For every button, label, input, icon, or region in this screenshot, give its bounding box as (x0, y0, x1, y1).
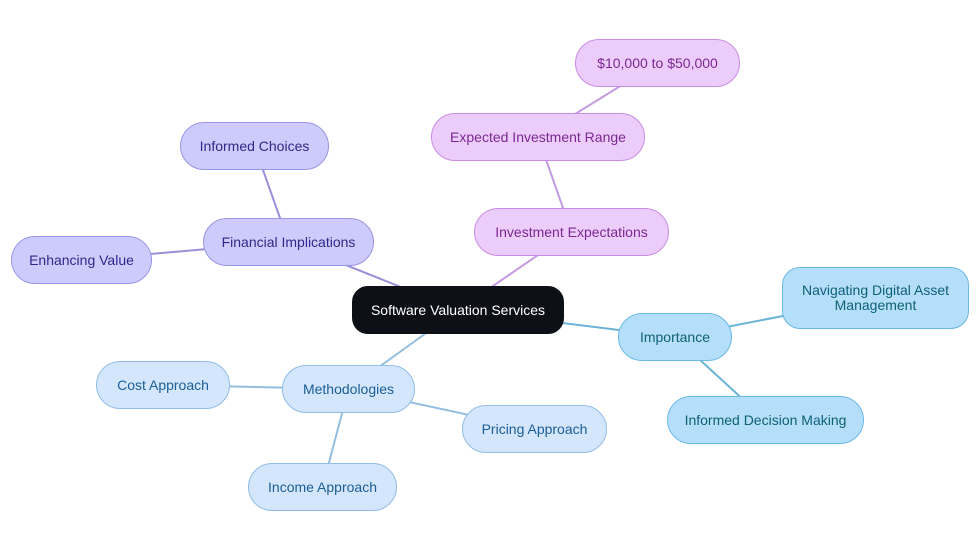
node-label: Income Approach (268, 478, 377, 495)
node-income[interactable]: Income Approach (248, 463, 397, 511)
node-label: Methodologies (302, 380, 395, 397)
node-informed-decision[interactable]: Informed Decision Making (667, 396, 864, 444)
node-importance[interactable]: Importance (618, 313, 732, 361)
node-navigating[interactable]: Navigating Digital Asset Management (782, 267, 969, 329)
node-label: Expected Investment Range (450, 128, 626, 145)
node-cost[interactable]: Cost Approach (96, 361, 230, 409)
node-label: Importance (639, 328, 711, 345)
node-expected-range[interactable]: Expected Investment Range (431, 113, 645, 161)
node-label: Enhancing Value (29, 251, 134, 268)
node-label: Pricing Approach (481, 420, 588, 437)
node-informed-choices[interactable]: Informed Choices (180, 122, 329, 170)
node-label: Cost Approach (117, 376, 209, 393)
node-financial[interactable]: Financial Implications (203, 218, 374, 266)
node-label: $10,000 to $50,000 (597, 54, 718, 71)
node-label: Navigating Digital Asset Management (801, 282, 950, 313)
node-label: Informed Decision Making (684, 411, 847, 428)
node-label: Financial Implications (221, 233, 356, 250)
node-investment[interactable]: Investment Expectations (474, 208, 669, 256)
node-label: Investment Expectations (495, 223, 648, 240)
node-pricing[interactable]: Pricing Approach (462, 405, 607, 453)
node-label: Informed Choices (199, 137, 310, 154)
node-root[interactable]: Software Valuation Services (352, 286, 564, 334)
node-enhancing-value[interactable]: Enhancing Value (11, 236, 152, 284)
node-range-value[interactable]: $10,000 to $50,000 (575, 39, 740, 87)
node-label: Software Valuation Services (370, 301, 546, 318)
node-methodologies[interactable]: Methodologies (282, 365, 415, 413)
